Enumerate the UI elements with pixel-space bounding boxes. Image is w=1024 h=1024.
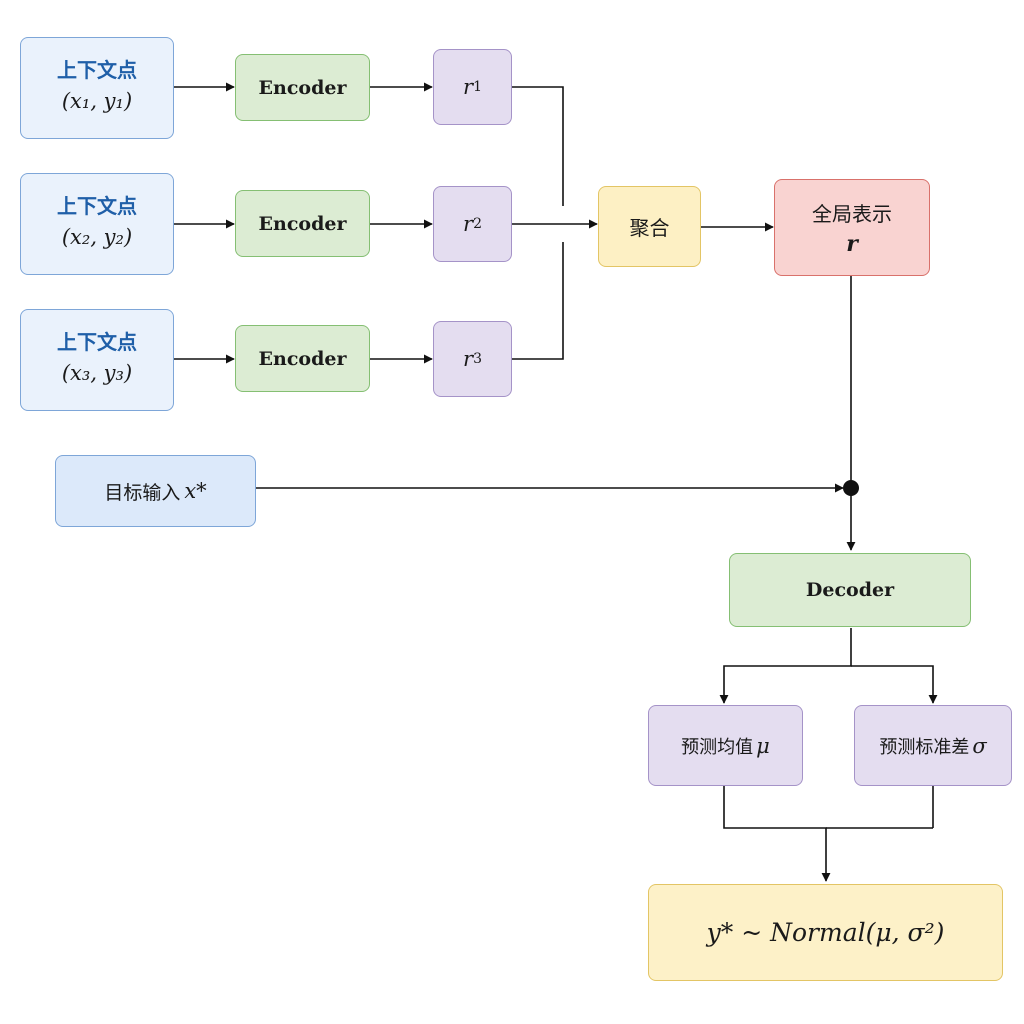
target-input-label: 目标输入 (104, 481, 181, 504)
r1-symbol: r (463, 75, 474, 99)
global-representation-label: 全局表示 (812, 202, 892, 226)
context-point-2-math: (x₂, y₂) (61, 225, 133, 250)
connector-r3-to-merge (512, 242, 564, 360)
junction-dot (843, 480, 859, 496)
r3-symbol: r (463, 347, 474, 371)
predicted-mean-symbol: μ (756, 733, 770, 758)
predicted-std-label: 预测标准差 (879, 736, 970, 758)
decoder-box: Decoder (729, 553, 971, 627)
r1-index: 1 (473, 79, 482, 95)
global-representation: 全局表示 r (774, 179, 930, 276)
context-point-3: 上下文点 (x₃, y₃) (20, 309, 174, 411)
context-point-1-label: 上下文点 (57, 58, 137, 83)
encoder-1: Encoder (235, 54, 370, 121)
output-distribution: y* ~ Normal(μ, σ²) (648, 884, 1003, 981)
context-point-1: 上下文点 (x₁, y₁) (20, 37, 174, 139)
predicted-mean: 预测均值 μ (648, 705, 803, 786)
encoder-2: Encoder (235, 190, 370, 257)
r2-index: 2 (473, 216, 482, 232)
r3-index: 3 (473, 351, 482, 367)
context-point-3-math: (x₃, y₃) (61, 361, 133, 386)
context-point-2: 上下文点 (x₂, y₂) (20, 173, 174, 275)
connector-decoder-split (719, 628, 852, 704)
connector-decoder-split-right (851, 665, 938, 704)
encoder-3: Encoder (235, 325, 370, 392)
global-representation-symbol: r (846, 231, 858, 257)
connector-mean-to-output (723, 786, 831, 882)
target-input: 目标输入 x* (55, 455, 256, 527)
context-point-1-math: (x₁, y₁) (61, 89, 133, 114)
connector-r1-to-merge (512, 86, 564, 206)
context-point-2-label: 上下文点 (57, 194, 137, 219)
predicted-std-symbol: σ (972, 733, 987, 758)
target-input-symbol: x* (184, 479, 207, 503)
aggregate-box: 聚合 (598, 186, 701, 267)
r2-symbol: r (463, 212, 474, 236)
context-point-3-label: 上下文点 (57, 330, 137, 355)
predicted-mean-label: 预测均值 (681, 736, 754, 758)
predicted-std: 预测标准差 σ (854, 705, 1012, 786)
